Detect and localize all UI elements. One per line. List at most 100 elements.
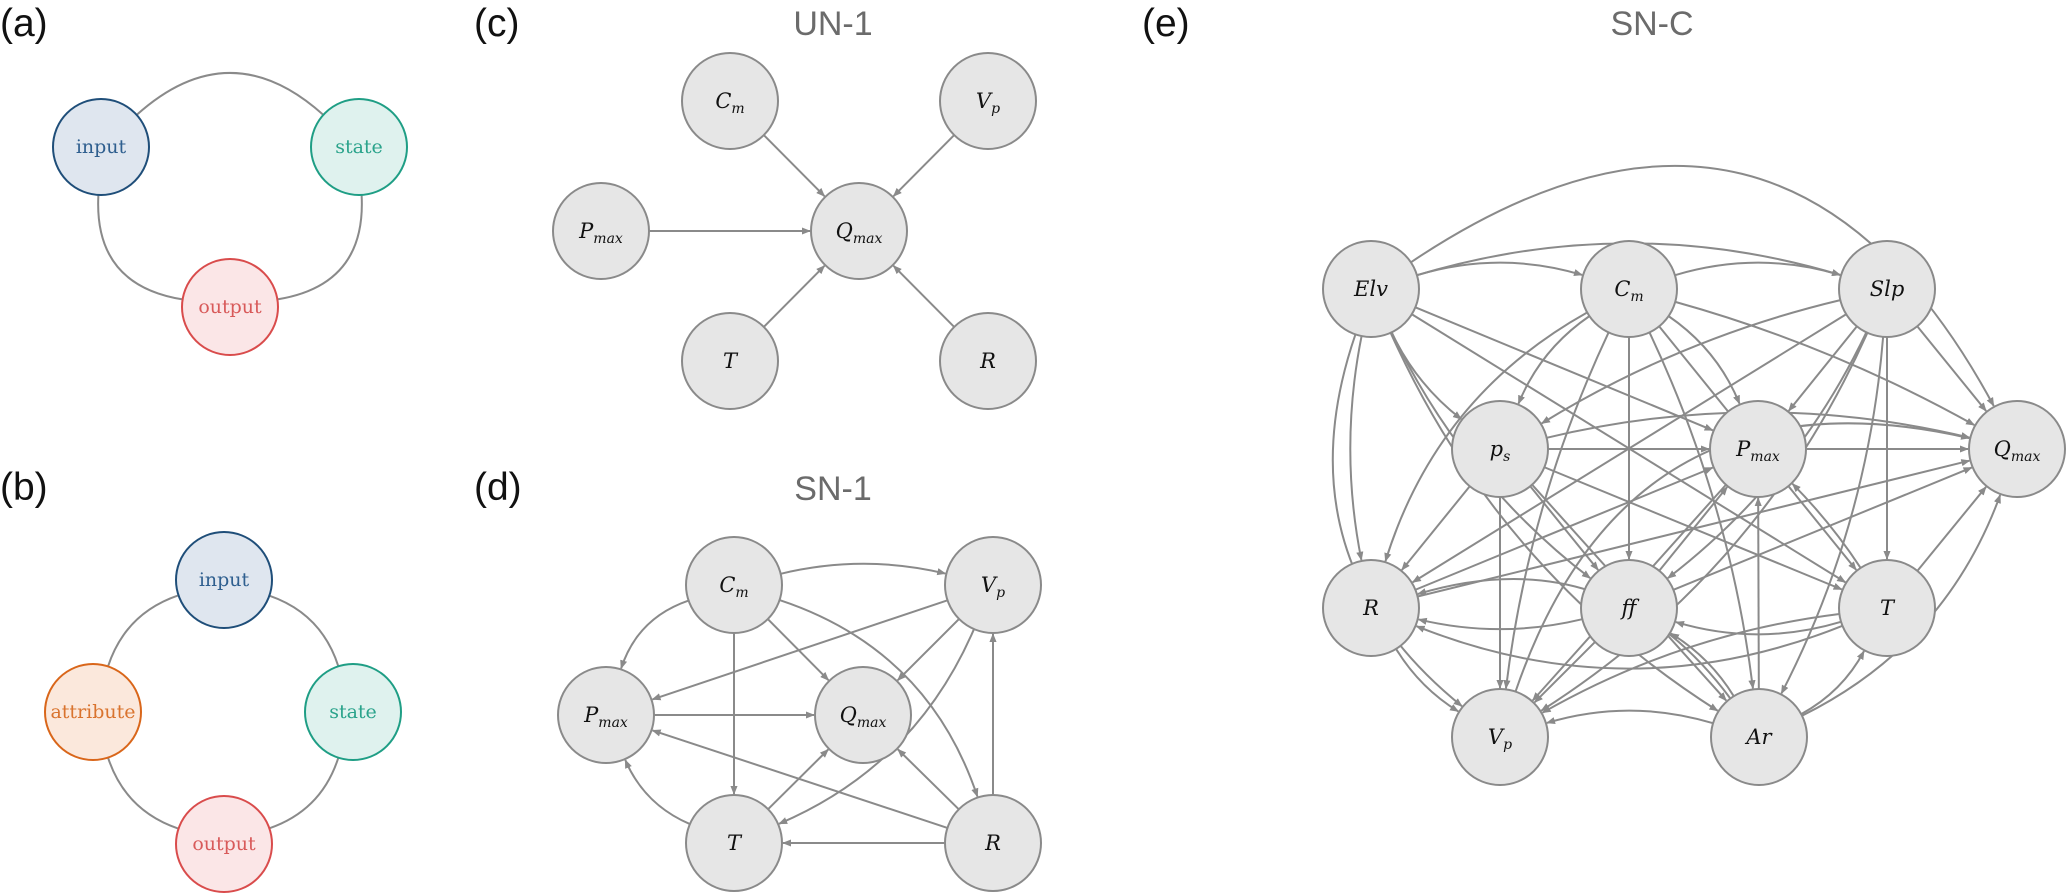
node-Qmax: Qmax [1968, 400, 2066, 498]
node-Qmax-label: Qmax [1994, 437, 2041, 465]
node-Slp-symbol: Slp [1870, 277, 1905, 301]
node-Pmax: Pmax [552, 182, 650, 280]
node-input-label: input [76, 136, 127, 158]
node-Pmax-label: Pmax [578, 219, 623, 247]
edge-T-to-R [1415, 624, 1843, 670]
node-Pmax-symbol: P [1735, 437, 1751, 461]
node-Pmax-circle [557, 666, 655, 764]
node-Elv: Elv [1322, 240, 1420, 338]
node-ff-label: ff [1620, 596, 1640, 620]
panel-label-c: (c) [474, 2, 519, 45]
node-Ar-circle [1710, 688, 1808, 786]
edge-Ar-to-Vp [1546, 709, 1714, 725]
panel-label-b: (b) [0, 466, 48, 509]
node-Pmax-label: Pmax [583, 703, 628, 731]
node-Vp: Vp [944, 536, 1042, 634]
node-T-symbol: T [1880, 596, 1896, 620]
node-Qmax-symbol: Q [840, 703, 857, 727]
node-Cm-circle [685, 536, 783, 634]
node-Elv-label: Elv [1353, 277, 1388, 301]
node-input-circle [52, 98, 150, 196]
edge-R-to-Qmax [892, 265, 955, 328]
node-T-symbol: T [727, 831, 743, 855]
node-Vp-symbol: V [976, 89, 993, 113]
edge-R-to-Pmax [1415, 466, 1714, 591]
node-Cm-circle [1580, 240, 1678, 338]
edge-Slp-to-Vp [1540, 332, 1869, 712]
node-Vp-circle [939, 52, 1037, 150]
panel-d-edges [620, 562, 997, 847]
node-Qmax-circle [814, 666, 912, 764]
node-output-circle [175, 795, 273, 893]
node-Vp-circle [1451, 688, 1549, 786]
edge-Slp-to-ps [1540, 299, 1841, 425]
edge-Ar-to-ff [1670, 632, 1735, 697]
node-Qmax-symbol: Q [836, 219, 853, 243]
panel-title-e: SN-C [1610, 5, 1693, 43]
node-Vp-symbol: V [1488, 725, 1505, 749]
link-input-attribute [107, 594, 179, 667]
node-Vp-label: Vp [976, 89, 1000, 117]
node-state: state [310, 98, 408, 196]
edge-Cm-to-R [1384, 311, 1588, 563]
edge-T-to-Qmax [763, 265, 826, 328]
node-Pmax-subscript: max [1750, 449, 1780, 465]
node-Cm: Cm [685, 536, 783, 634]
node-Pmax-subscript: max [598, 715, 628, 731]
node-T: T [685, 794, 783, 892]
node-Cm-label: Cm [719, 573, 748, 601]
edge-Elv-to-Ar [1389, 332, 1719, 712]
edge-R-to-Vp [1395, 648, 1459, 713]
edge-Vp-to-Qmax [896, 618, 960, 682]
node-Pmax-circle [552, 182, 650, 280]
node-ff-circle [1580, 559, 1678, 657]
edge-Elv-to-Pmax [1414, 306, 1714, 432]
node-ps: ps [1451, 400, 1549, 498]
node-input: input [52, 98, 150, 196]
edge-Vp-to-Pmax [651, 599, 948, 701]
edge-Cm-to-Pmax [1668, 315, 1741, 405]
node-Pmax-symbol: P [583, 703, 599, 727]
node-state: state [304, 663, 402, 761]
node-R-circle [939, 312, 1037, 410]
edge-ps-to-R [1401, 485, 1471, 571]
edge-Cm-to-Ar [1648, 331, 1756, 690]
link-input-state [136, 71, 324, 116]
node-Qmax-label: Qmax [840, 703, 887, 731]
node-R: R [944, 794, 1042, 892]
node-input: input [175, 531, 273, 629]
node-Pmax-circle [1709, 400, 1807, 498]
node-T-circle [1838, 559, 1936, 657]
edge-ff-to-Qmax [1673, 466, 1973, 591]
edge-Slp-to-Ar [1780, 336, 1885, 695]
edge-Elv-to-ps [1390, 331, 1462, 420]
edge-Ar-to-Pmax [1754, 497, 1762, 690]
node-Ar-symbol: Ar [1744, 725, 1773, 749]
node-Ar-label: Ar [1744, 725, 1773, 749]
node-ff-symbol: ff [1620, 596, 1640, 620]
node-Cm-symbol: C [1614, 277, 1630, 301]
edge-Cm-to-Qmax [1674, 300, 1976, 426]
node-Vp-symbol: V [981, 573, 998, 597]
node-R-symbol: R [984, 831, 1001, 855]
node-ff: ff [1580, 559, 1678, 657]
edge-ff-to-Pmax [1658, 486, 1728, 572]
node-Pmax-subscript: max [593, 231, 623, 247]
node-Qmax-subscript: max [2011, 449, 2041, 465]
edge-T-to-Pmax [1791, 483, 1862, 569]
node-state-circle [304, 663, 402, 761]
panel-label-e: (e) [1142, 2, 1190, 45]
node-state-label: state [329, 701, 377, 723]
node-Cm-symbol: C [719, 573, 735, 597]
node-R: R [939, 312, 1037, 410]
edge-ff-to-R [1417, 617, 1583, 631]
edge-Elv-to-Vp [1331, 334, 1463, 707]
node-Qmax-symbol: Q [1994, 437, 2011, 461]
edge-R-to-Pmax [651, 729, 948, 829]
node-ps-symbol: p [1490, 437, 1503, 461]
node-input-circle [175, 531, 273, 629]
node-Elv-circle [1322, 240, 1420, 338]
